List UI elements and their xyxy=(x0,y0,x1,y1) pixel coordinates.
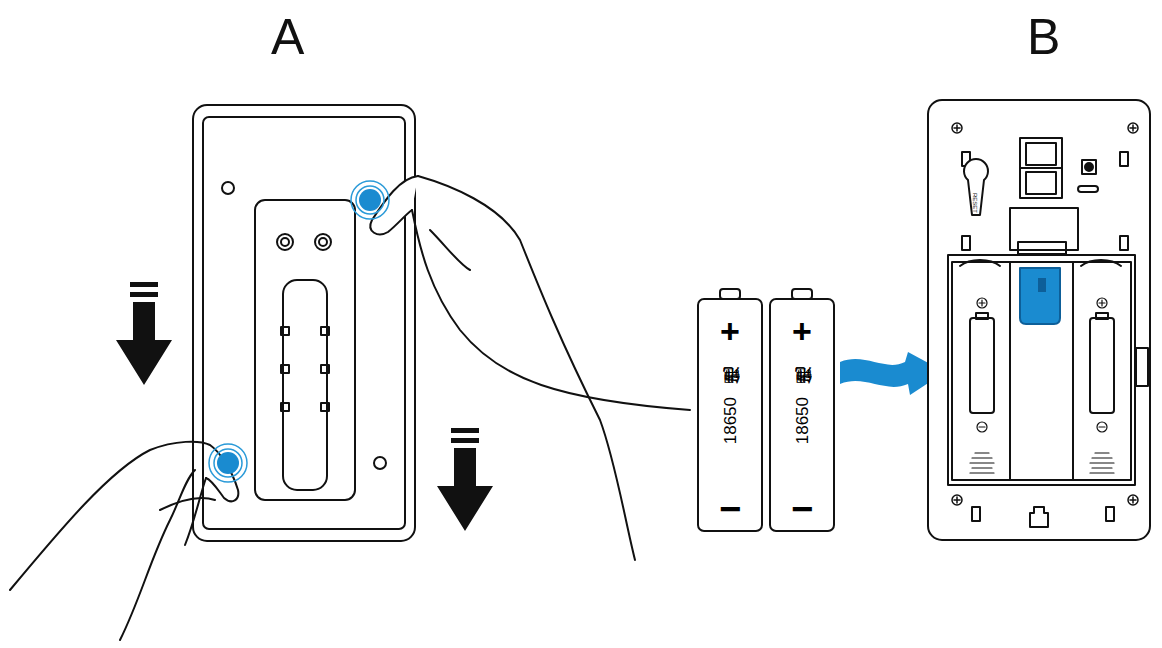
battery-cell: +18650锂电池 − xyxy=(697,298,763,532)
polarity-mark: − xyxy=(719,494,741,524)
polarity-mark: + xyxy=(720,314,740,348)
panel-letter: B xyxy=(1027,12,1060,62)
battery-cell: +18650锂电池 − xyxy=(769,298,835,532)
panel-letter: A xyxy=(271,12,304,62)
button-label: RESET xyxy=(972,193,978,213)
polarity-mark: − xyxy=(791,494,813,524)
polarity-mark: + xyxy=(792,314,812,348)
battery-label: 18650锂电池 xyxy=(794,397,811,444)
battery-label: 18650锂电池 xyxy=(722,397,739,444)
